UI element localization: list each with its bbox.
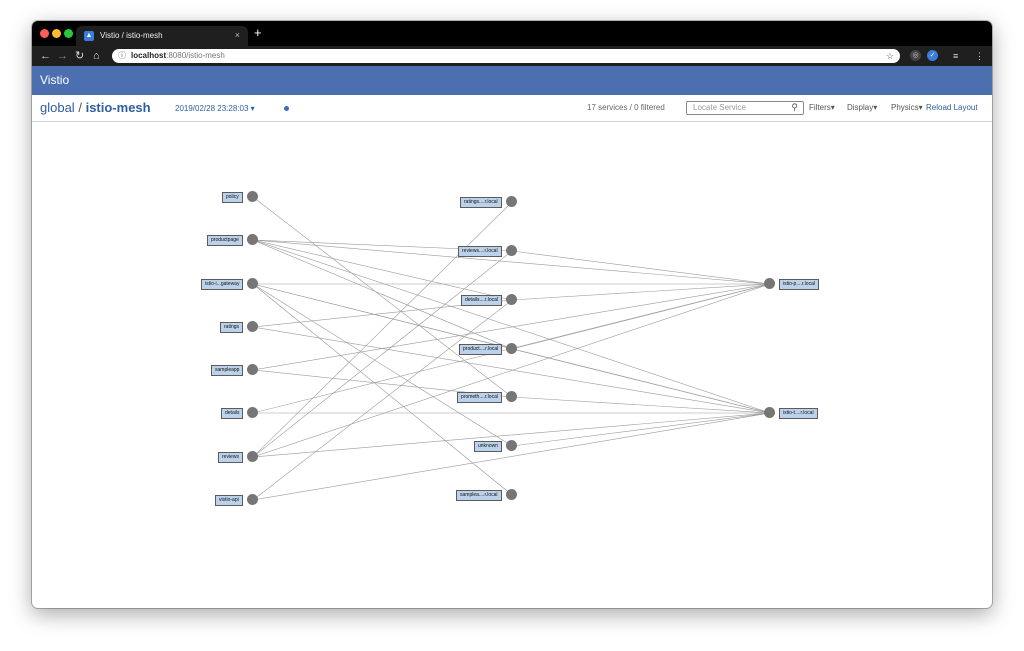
graph-edge — [252, 201, 513, 458]
service-node-label[interactable]: vistio-api — [215, 495, 243, 506]
browser-window: ▲ Vistio / istio-mesh × + ← → ↻ ⌂ ⓘ loca… — [32, 21, 992, 608]
site-info-icon[interactable]: ⓘ — [118, 51, 126, 60]
breadcrumb-root[interactable]: global — [40, 100, 75, 115]
graph-edge — [511, 283, 771, 301]
service-node[interactable] — [247, 234, 258, 245]
service-node[interactable] — [764, 407, 775, 418]
app-header: Vistio — [32, 66, 992, 95]
maximize-window-button[interactable] — [64, 29, 73, 38]
breadcrumb: global / istio-mesh — [40, 100, 151, 115]
service-node[interactable] — [506, 391, 517, 402]
graph-edge — [511, 283, 771, 350]
service-node[interactable] — [506, 196, 517, 207]
filters-dropdown[interactable]: Filters▾ — [809, 103, 835, 112]
graph-edge — [252, 239, 771, 414]
service-node[interactable] — [247, 364, 258, 375]
service-node-label[interactable]: istio-t....r.local — [779, 408, 818, 419]
graph-edge — [252, 250, 513, 458]
graph-edge — [511, 250, 771, 285]
service-node-label[interactable]: product....r.local — [459, 344, 503, 355]
service-node-label[interactable]: istio-p....r.local — [779, 279, 819, 290]
service-count: 17 services / 0 filtered — [587, 103, 665, 112]
service-node-label[interactable]: policy — [222, 192, 243, 203]
profile-avatar-icon[interactable]: ✓ — [927, 50, 938, 61]
timestamp-dropdown[interactable]: 2019/02/28 23:28:03 ▾ — [175, 104, 255, 113]
url-path: :8080/istio-mesh — [166, 51, 225, 60]
service-node[interactable] — [506, 440, 517, 451]
service-graph-canvas[interactable]: policy productpage istio-i...gateway rating… — [32, 122, 992, 608]
service-node[interactable] — [247, 321, 258, 332]
extension-icon[interactable]: ◎ — [910, 50, 921, 61]
live-status-indicator — [284, 106, 289, 111]
service-node[interactable] — [247, 451, 258, 462]
new-tab-button[interactable]: + — [254, 25, 262, 40]
service-node[interactable] — [506, 489, 517, 500]
service-node-label[interactable]: unknown — [474, 441, 503, 452]
service-node-label[interactable]: ratings....r.local — [460, 197, 502, 208]
browser-titlebar: ▲ Vistio / istio-mesh × + — [32, 21, 992, 46]
home-icon[interactable]: ⌂ — [93, 50, 100, 62]
browser-menu-icon[interactable]: ⋮ — [975, 51, 984, 61]
graph-edge — [252, 283, 771, 371]
service-node[interactable] — [764, 278, 775, 289]
graph-edge — [511, 348, 771, 414]
service-node-label[interactable]: productpage — [207, 235, 243, 246]
reload-layout-button[interactable]: Reload Layout — [926, 103, 978, 112]
locate-service-placeholder: Locate Service — [693, 103, 746, 112]
search-icon[interactable]: ⚲ — [791, 102, 798, 112]
locate-service-input[interactable]: Locate Service ⚲ — [686, 101, 804, 115]
service-node[interactable] — [247, 191, 258, 202]
browser-tab[interactable]: ▲ Vistio / istio-mesh × — [76, 26, 248, 46]
tab-title: Vistio / istio-mesh — [100, 31, 163, 40]
back-arrow-icon[interactable]: ← — [40, 50, 51, 62]
graph-edge — [252, 412, 771, 501]
service-node-label[interactable]: sampleapp — [211, 365, 244, 376]
bookmark-star-icon[interactable]: ☆ — [885, 51, 894, 61]
graph-edges — [252, 196, 771, 501]
graph-edge — [252, 196, 513, 398]
close-window-button[interactable] — [40, 29, 49, 38]
address-bar[interactable]: ⓘ localhost:8080/istio-mesh ☆ — [112, 49, 900, 63]
extensions-menu-icon[interactable]: ≡ — [953, 51, 959, 61]
service-node-label[interactable]: ratings — [220, 322, 244, 333]
app-brand[interactable]: Vistio — [40, 73, 70, 87]
graph-edge — [252, 283, 771, 458]
service-node-label[interactable]: prometh....r.local — [457, 392, 502, 403]
service-node-label[interactable]: details — [221, 408, 244, 419]
graph-edge — [252, 283, 513, 496]
url-host: localhost — [131, 51, 167, 60]
reload-icon[interactable]: ↻ — [75, 50, 85, 62]
service-node-label[interactable]: reviews....r.local — [458, 246, 502, 257]
graph-edge — [252, 299, 513, 501]
graph-edge — [252, 412, 771, 458]
service-node-label[interactable]: samplea....r.local — [456, 490, 502, 501]
graph-edge — [511, 396, 771, 414]
graph-toolbar: global / istio-mesh 2019/02/28 23:28:03 … — [32, 95, 992, 122]
service-node[interactable] — [506, 245, 517, 256]
service-node[interactable] — [247, 407, 258, 418]
service-node[interactable] — [247, 278, 258, 289]
graph-edge — [252, 283, 513, 447]
minimize-window-button[interactable] — [52, 29, 61, 38]
service-node[interactable] — [506, 343, 517, 354]
physics-dropdown[interactable]: Physics▾ — [891, 103, 923, 112]
tab-close-icon[interactable]: × — [234, 30, 240, 40]
service-node-label[interactable]: details....r.local — [461, 295, 503, 306]
service-node-label[interactable]: reviews — [218, 452, 243, 463]
graph-edge — [252, 326, 771, 414]
graph-edge — [252, 239, 513, 350]
display-dropdown[interactable]: Display▾ — [847, 103, 878, 112]
graph-edge — [252, 239, 771, 285]
service-node[interactable] — [247, 494, 258, 505]
service-node-label[interactable]: istio-i...gateway — [201, 279, 244, 290]
forward-arrow-icon[interactable]: → — [57, 50, 68, 62]
url-text: localhost:8080/istio-mesh — [131, 49, 225, 63]
graph-edge — [511, 412, 771, 447]
vistio-favicon-icon: ▲ — [84, 31, 94, 41]
breadcrumb-current: istio-mesh — [85, 100, 151, 115]
browser-toolbar: ← → ↻ ⌂ ⓘ localhost:8080/istio-mesh ☆ ◎ … — [32, 46, 992, 66]
graph-edge — [252, 239, 513, 301]
breadcrumb-separator: / — [78, 100, 82, 115]
service-node[interactable] — [506, 294, 517, 305]
